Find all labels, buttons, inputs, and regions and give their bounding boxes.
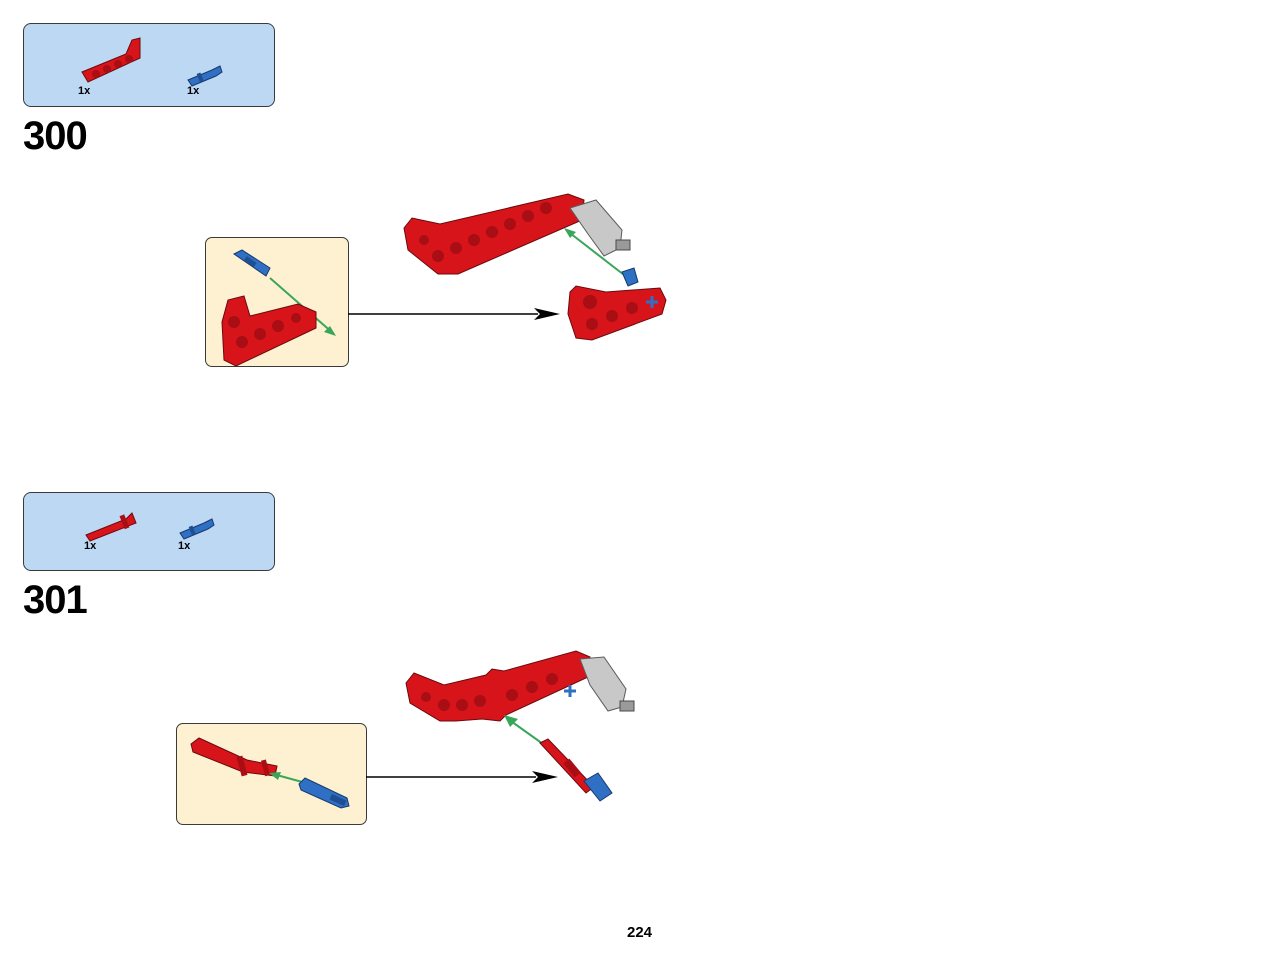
blue-axle-pin-icon — [298, 777, 350, 809]
step-number: 301 — [23, 578, 88, 622]
sub-assembly-callout-300 — [205, 237, 349, 367]
sub-assembly-callout-301 — [176, 723, 367, 825]
red-l-beam-icon — [221, 295, 317, 367]
page-number: 224 — [627, 924, 653, 941]
step-number: 300 — [23, 114, 88, 158]
assembly-arrow — [366, 771, 558, 783]
blue-axle-pin-icon — [187, 65, 223, 87]
red-l-beam-icon — [81, 37, 141, 83]
assembly-arrow — [348, 308, 560, 320]
red-axle-pin-icon — [85, 512, 137, 542]
part-qty: 1x — [178, 540, 191, 552]
model-assembly-300 — [403, 193, 667, 341]
parts-list-step-300: 1x 1x — [23, 23, 275, 107]
red-axle-pin-icon — [190, 737, 278, 777]
part-qty: 1x — [187, 85, 200, 97]
blue-axle-pin-icon — [179, 518, 215, 540]
model-assembly-301 — [405, 650, 635, 802]
parts-list-step-301: 1x 1x — [23, 492, 275, 571]
part-qty: 1x — [78, 85, 91, 97]
part-qty: 1x — [84, 540, 97, 552]
blue-axle-pin-icon — [233, 249, 271, 277]
